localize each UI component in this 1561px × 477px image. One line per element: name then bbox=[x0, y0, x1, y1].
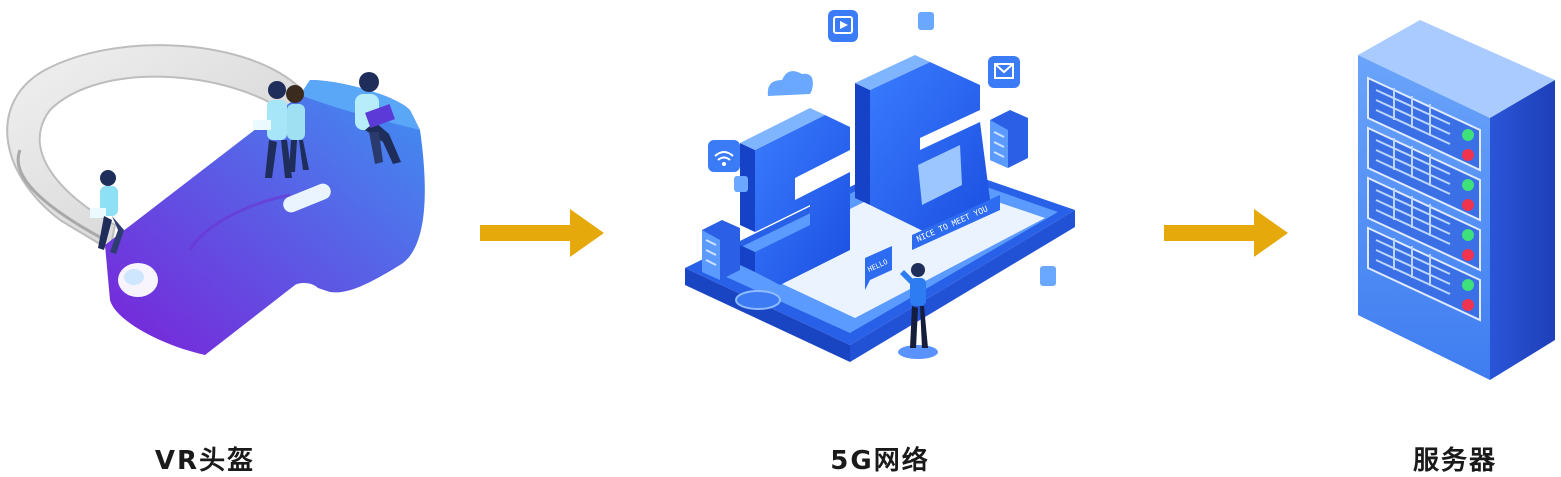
floating-cube-1 bbox=[918, 12, 934, 30]
server-icon bbox=[1358, 20, 1555, 380]
cloud-icon bbox=[767, 71, 813, 96]
led-green-icon bbox=[1462, 179, 1474, 191]
node-label-server: 服务器 bbox=[1412, 446, 1497, 476]
building-left bbox=[702, 220, 740, 280]
arrow-right-icon bbox=[1164, 209, 1288, 257]
led-red-icon bbox=[1462, 199, 1474, 211]
arrow-1-shape bbox=[480, 209, 604, 257]
floating-cube-3 bbox=[1040, 266, 1056, 286]
led-red-icon bbox=[1462, 299, 1474, 311]
led-red-icon bbox=[1462, 149, 1474, 161]
node-label-5g: 5G网络 bbox=[830, 446, 930, 476]
led-green-icon bbox=[1462, 279, 1474, 291]
server-panel-3 bbox=[1367, 176, 1481, 272]
big-5-block bbox=[740, 108, 850, 285]
server-panel-1 bbox=[1367, 76, 1481, 172]
building-right bbox=[990, 110, 1028, 168]
wifi-icon bbox=[708, 140, 740, 172]
floating-cube-2 bbox=[734, 176, 748, 192]
arrow-2-shape bbox=[1164, 209, 1288, 257]
led-green-icon bbox=[1462, 129, 1474, 141]
5g-network-node: NICE TO MEET YOU HELLO 5G网络 bbox=[660, 0, 1090, 476]
hello-bubble: HELLO bbox=[865, 246, 892, 290]
big-g-block bbox=[855, 55, 990, 232]
server-panel-2 bbox=[1367, 126, 1481, 222]
vr-headset-node: VR头盔 bbox=[0, 0, 430, 476]
led-green-icon bbox=[1462, 229, 1474, 241]
led-red-icon bbox=[1462, 249, 1474, 261]
mail-icon bbox=[988, 56, 1020, 88]
arrow-right-icon bbox=[480, 209, 604, 257]
node-label-vr: VR头盔 bbox=[154, 446, 256, 476]
play-icon bbox=[828, 10, 858, 42]
5g-network-icon: NICE TO MEET YOU HELLO bbox=[685, 10, 1075, 362]
vr-headset-icon bbox=[6, 44, 425, 355]
server-panel-4 bbox=[1367, 226, 1481, 322]
server-node: 服务器 bbox=[1350, 0, 1561, 476]
standing-person bbox=[898, 263, 938, 359]
